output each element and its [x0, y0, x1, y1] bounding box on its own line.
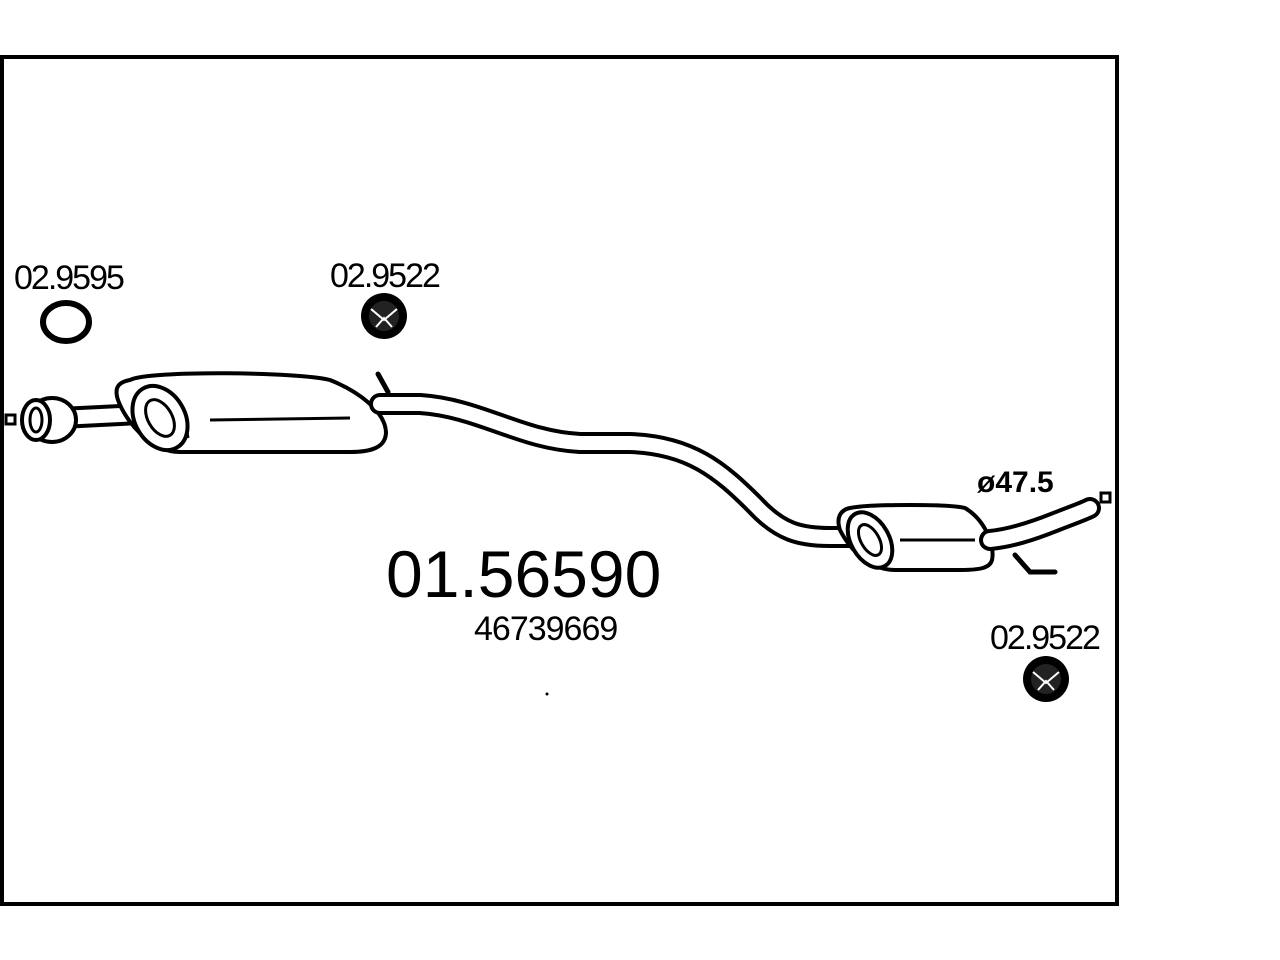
ring-gasket-icon	[40, 300, 92, 344]
rear-silencer	[836, 503, 995, 572]
oe-number: 46739669	[474, 610, 617, 648]
part-number: 01.56590	[386, 537, 661, 611]
rubber-hanger-icon	[1023, 656, 1069, 702]
diagram-frame	[0, 55, 1119, 906]
front-silencer	[114, 371, 389, 454]
pipe-diameter-label: ø47.5	[977, 466, 1054, 499]
tail-pipe	[979, 497, 1101, 575]
gasket-code-label: 02.9595	[14, 259, 124, 297]
dot-mark	[545, 692, 549, 696]
rear-end-marker	[1099, 491, 1112, 504]
rear-hanger-code-label: 02.9522	[990, 619, 1100, 657]
intermediate-pipe	[369, 371, 871, 548]
rubber-hanger-icon	[361, 293, 407, 339]
front-end-marker	[4, 413, 17, 426]
front-hanger-code-label: 02.9522	[330, 257, 440, 295]
